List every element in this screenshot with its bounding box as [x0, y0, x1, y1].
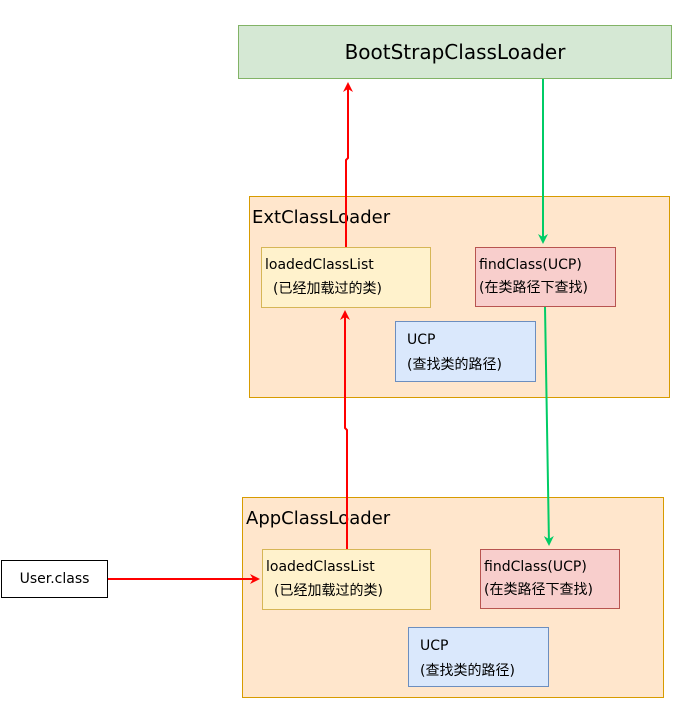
app-find-label: findClass(UCP) — [484, 559, 587, 575]
app-ucp-label: UCP — [420, 638, 449, 654]
user-class-label: User.class — [19, 571, 90, 587]
app-loaded-desc: (已经加载过的类) — [274, 583, 383, 599]
bootstrap-classloader-box: BootStrapClassLoader — [238, 25, 672, 79]
app-loaded-label: loadedClassList — [266, 559, 375, 575]
app-find-desc: (在类路径下查找) — [484, 582, 593, 598]
user-class-box: User.class — [1, 560, 108, 598]
ext-ucp-desc: (查找类的路径) — [407, 357, 502, 373]
ext-classloader-title: ExtClassLoader — [252, 207, 391, 228]
ext-loaded-class-list: loadedClassList (已经加载过的类) — [261, 247, 431, 308]
bootstrap-classloader-label: BootStrapClassLoader — [344, 40, 566, 64]
ext-loaded-label: loadedClassList — [265, 257, 374, 273]
app-loaded-class-list: loadedClassList (已经加载过的类) — [262, 549, 431, 610]
app-classloader-title: AppClassLoader — [246, 508, 391, 529]
ext-find-desc: (在类路径下查找) — [479, 280, 588, 296]
ext-ucp: UCP (查找类的路径) — [395, 321, 536, 382]
app-ucp-desc: (查找类的路径) — [420, 663, 515, 679]
app-ucp: UCP (查找类的路径) — [408, 627, 549, 687]
ext-find-label: findClass(UCP) — [479, 257, 582, 273]
ext-find-class: findClass(UCP) (在类路径下查找) — [475, 247, 616, 307]
ext-loaded-desc: (已经加载过的类) — [273, 281, 382, 297]
app-find-class: findClass(UCP) (在类路径下查找) — [480, 549, 620, 609]
ext-ucp-label: UCP — [407, 332, 436, 348]
